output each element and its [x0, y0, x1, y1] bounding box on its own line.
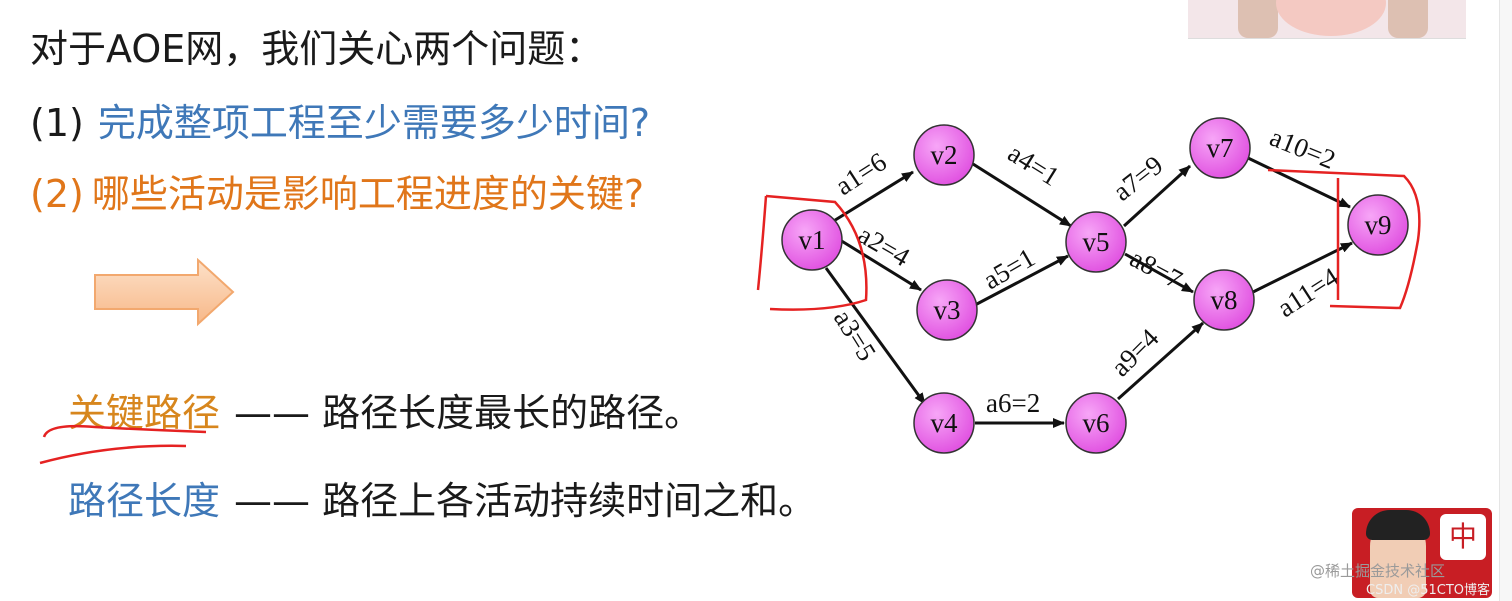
definition-dash: ——: [234, 391, 311, 435]
question-2-number: (2): [30, 172, 84, 216]
edge-a5: [974, 254, 1069, 307]
node-v1: v1: [781, 209, 843, 271]
right-arrow-icon: [94, 258, 235, 327]
node-v4: v4: [913, 392, 975, 454]
question-1: (1) 完成整项工程至少需要多少时间?: [30, 92, 650, 147]
avatar-overlay: 中: [1352, 508, 1492, 598]
edge-a4: [972, 162, 1072, 228]
edge-a8: [1124, 252, 1194, 294]
node-v9: v9: [1347, 194, 1409, 256]
node-label-v6: v6: [1083, 408, 1110, 438]
definition-text: 路径长度最长的路径。: [322, 391, 703, 435]
question-2: (2)哪些活动是影响工程进度的关键?: [30, 163, 644, 218]
node-label-v7: v7: [1207, 133, 1234, 163]
definition-dash: ——: [234, 479, 311, 523]
watermark: @稀土掘金技术社区: [1310, 562, 1446, 580]
webcam-hair-right: [1388, 0, 1428, 38]
edge-a9: [1117, 321, 1204, 401]
node-label-v3: v3: [934, 295, 961, 325]
question-2-text: 哪些活动是影响工程进度的关键?: [91, 172, 644, 216]
node-v2: v2: [913, 124, 975, 186]
node-label-v4: v4: [931, 408, 959, 438]
page-title: 对于AOE网，我们关心两个问题：: [30, 27, 604, 71]
graph-nodes: v1 v2 v3 v4 v5 v6 v7 v8 v9: [781, 117, 1409, 454]
node-label-v2: v2: [931, 140, 958, 170]
avatar-hair: [1366, 510, 1430, 540]
edge-a11: [1250, 241, 1353, 295]
question-1-number: (1): [30, 101, 84, 145]
node-v8: v8: [1193, 269, 1255, 331]
watermark-secondary: CSDN @51CTO博客: [1366, 583, 1490, 598]
edge-a2: [839, 238, 922, 292]
avatar-badge: 中: [1440, 514, 1486, 560]
node-label-v5: v5: [1083, 227, 1110, 257]
node-label-v9: v9: [1365, 210, 1392, 240]
graph-edges: [824, 156, 1353, 428]
definition-text: 路径上各活动持续时间之和。: [322, 479, 817, 523]
edge-label-a6: a6=2: [986, 388, 1040, 418]
webcam-hair-left: [1238, 0, 1278, 38]
node-label-v1: v1: [799, 225, 826, 255]
edge-a10: [1247, 156, 1351, 209]
node-v6: v6: [1065, 392, 1127, 454]
right-scroll-strip[interactable]: [1499, 0, 1512, 601]
webcam-overlay: [1188, 0, 1466, 39]
annotation-v1-bracket: [756, 194, 868, 311]
definition-path-length: 路径长度 —— 路径上各活动持续时间之和。: [68, 470, 816, 525]
question-1-text: 完成整项工程至少需要多少时间?: [97, 101, 650, 145]
term-path-length: 路径长度: [68, 479, 221, 523]
edge-a7: [1122, 164, 1192, 228]
edge-a3: [824, 267, 927, 405]
annotation-underline-2: [39, 444, 187, 465]
node-label-v8: v8: [1211, 285, 1238, 315]
node-v3: v3: [916, 279, 978, 341]
node-v5: v5: [1065, 211, 1127, 273]
webcam-face: [1276, 0, 1386, 36]
annotation-v9-bracket: [1267, 168, 1421, 310]
annotation-underline-1: [42, 424, 207, 438]
node-v7: v7: [1189, 117, 1251, 179]
definition-critical-path: 关键路径—— 路径长度最长的路径。: [68, 382, 702, 437]
